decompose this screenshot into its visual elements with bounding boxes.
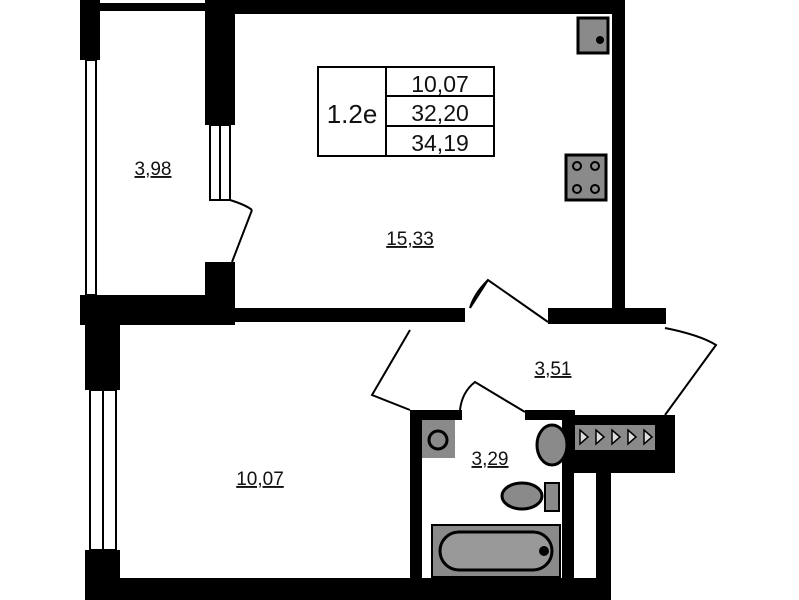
apartment-type-code: 1.2e [327,99,378,129]
washbasin-icon [535,423,569,467]
summary-area-1: 32,20 [411,100,469,126]
window-balcony [85,59,97,296]
walls [80,0,675,600]
fixtures [422,16,655,578]
room-area-hall: 3,51 [535,359,572,380]
summary-total-area: 34,19 [411,130,469,156]
room-area-bathroom: 3,29 [472,449,509,470]
stove-icon [564,153,608,202]
room-area-balcony: 3,98 [135,159,172,180]
room-area-kitchen-living: 15,33 [386,229,434,250]
summary-table: 1.2e 10,07 32,20 34,19 [317,66,495,157]
toilet-icon [500,481,544,511]
washing-machine-icon [422,420,455,458]
windows [85,59,231,551]
kitchen-sink-icon [576,16,610,55]
doors [229,199,718,416]
summary-living-area: 10,07 [411,71,469,97]
room-area-bedroom: 10,07 [236,469,284,490]
